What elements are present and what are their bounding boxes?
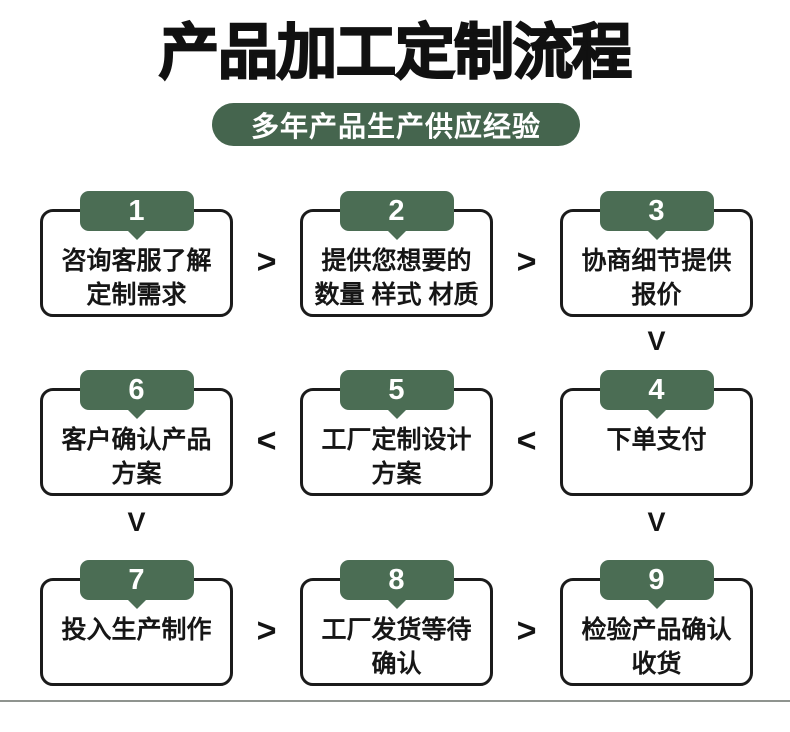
step-9-line-1: 检验产品确认 [581, 616, 732, 644]
step-3-box: 3 协商细节提供 报价 [560, 191, 753, 317]
step-8-number: 8 [388, 564, 405, 596]
step-1-number: 1 [128, 195, 145, 227]
step-2-number-tab: 2 [339, 191, 454, 231]
step-1-line-1: 咨询客服了解 [61, 247, 212, 275]
step-5-line-1: 工厂定制设计 [321, 426, 472, 454]
step-1-text: 咨询客服了解 定制需求 [43, 244, 230, 312]
arrow-left-4-to-5: < [516, 422, 537, 460]
step-2-box: 2 提供您想要的 数量 样式 材质 [300, 191, 493, 317]
step-8-text: 工厂发货等待 确认 [303, 613, 490, 681]
step-4-number: 4 [648, 374, 665, 406]
page-title: 产品加工定制流程 [158, 18, 633, 87]
step-5-box: 5 工厂定制设计 方案 [300, 370, 493, 496]
arrow-right-2-to-3: > [516, 243, 537, 281]
arrow-down-right-column: V [647, 507, 666, 537]
step-1-box: 1 咨询客服了解 定制需求 [40, 191, 233, 317]
step-2-number: 2 [388, 195, 405, 227]
step-6-line-2: 方案 [111, 460, 162, 488]
arrow-right-1-to-2: > [256, 243, 277, 281]
step-9-line-2: 收货 [631, 650, 682, 678]
step-2-line-2: 数量 样式 材质 [314, 281, 479, 309]
step-8-line-1: 工厂发货等待 [321, 616, 472, 644]
bottom-divider-line [0, 700, 790, 702]
step-1-number-tab: 1 [79, 191, 194, 231]
step-6-number: 6 [128, 374, 145, 406]
step-7-number-tab: 7 [79, 560, 194, 600]
arrow-right-7-to-8: > [256, 612, 277, 650]
step-7-box: 7 投入生产制作 [40, 560, 233, 686]
step-5-text: 工厂定制设计 方案 [303, 423, 490, 491]
step-3-text: 协商细节提供 报价 [563, 244, 750, 312]
step-6-box: 6 客户确认产品 方案 [40, 370, 233, 496]
step-2-text: 提供您想要的 数量 样式 材质 [303, 244, 490, 312]
step-1-line-2: 定制需求 [86, 281, 187, 309]
step-5-line-2: 方案 [371, 460, 422, 488]
step-7-text: 投入生产制作 [43, 613, 230, 647]
step-7-number: 7 [128, 564, 145, 596]
arrow-down-6-to-7: V [127, 507, 146, 537]
step-8-number-tab: 8 [339, 560, 454, 600]
step-4-box: 4 下单支付 [560, 370, 753, 496]
step-4-text: 下单支付 [563, 423, 750, 457]
step-9-number-tab: 9 [599, 560, 714, 600]
step-3-number-tab: 3 [599, 191, 714, 231]
arrow-down-3-to-4: V [647, 326, 666, 356]
step-3-line-1: 协商细节提供 [581, 247, 732, 275]
step-6-text: 客户确认产品 方案 [43, 423, 230, 491]
step-3-line-2: 报价 [631, 281, 682, 309]
step-6-number-tab: 6 [79, 370, 194, 410]
step-9-text: 检验产品确认 收货 [563, 613, 750, 681]
step-4-line-1: 下单支付 [606, 426, 707, 454]
arrow-left-5-to-6: < [256, 422, 277, 460]
experience-banner-text: 多年产品生产供应经验 [250, 110, 541, 142]
step-8-line-2: 确认 [371, 650, 422, 678]
experience-banner: 多年产品生产供应经验 [212, 103, 580, 146]
step-5-number: 5 [388, 374, 405, 406]
step-9-box: 9 检验产品确认 收货 [560, 560, 753, 686]
step-9-number: 9 [648, 564, 665, 596]
step-3-number: 3 [648, 195, 665, 227]
step-8-box: 8 工厂发货等待 确认 [300, 560, 493, 686]
step-4-number-tab: 4 [599, 370, 714, 410]
step-7-line-1: 投入生产制作 [61, 616, 212, 644]
arrow-right-8-to-9: > [516, 612, 537, 650]
step-2-line-1: 提供您想要的 [321, 247, 472, 275]
step-5-number-tab: 5 [339, 370, 454, 410]
step-6-line-1: 客户确认产品 [61, 426, 212, 454]
